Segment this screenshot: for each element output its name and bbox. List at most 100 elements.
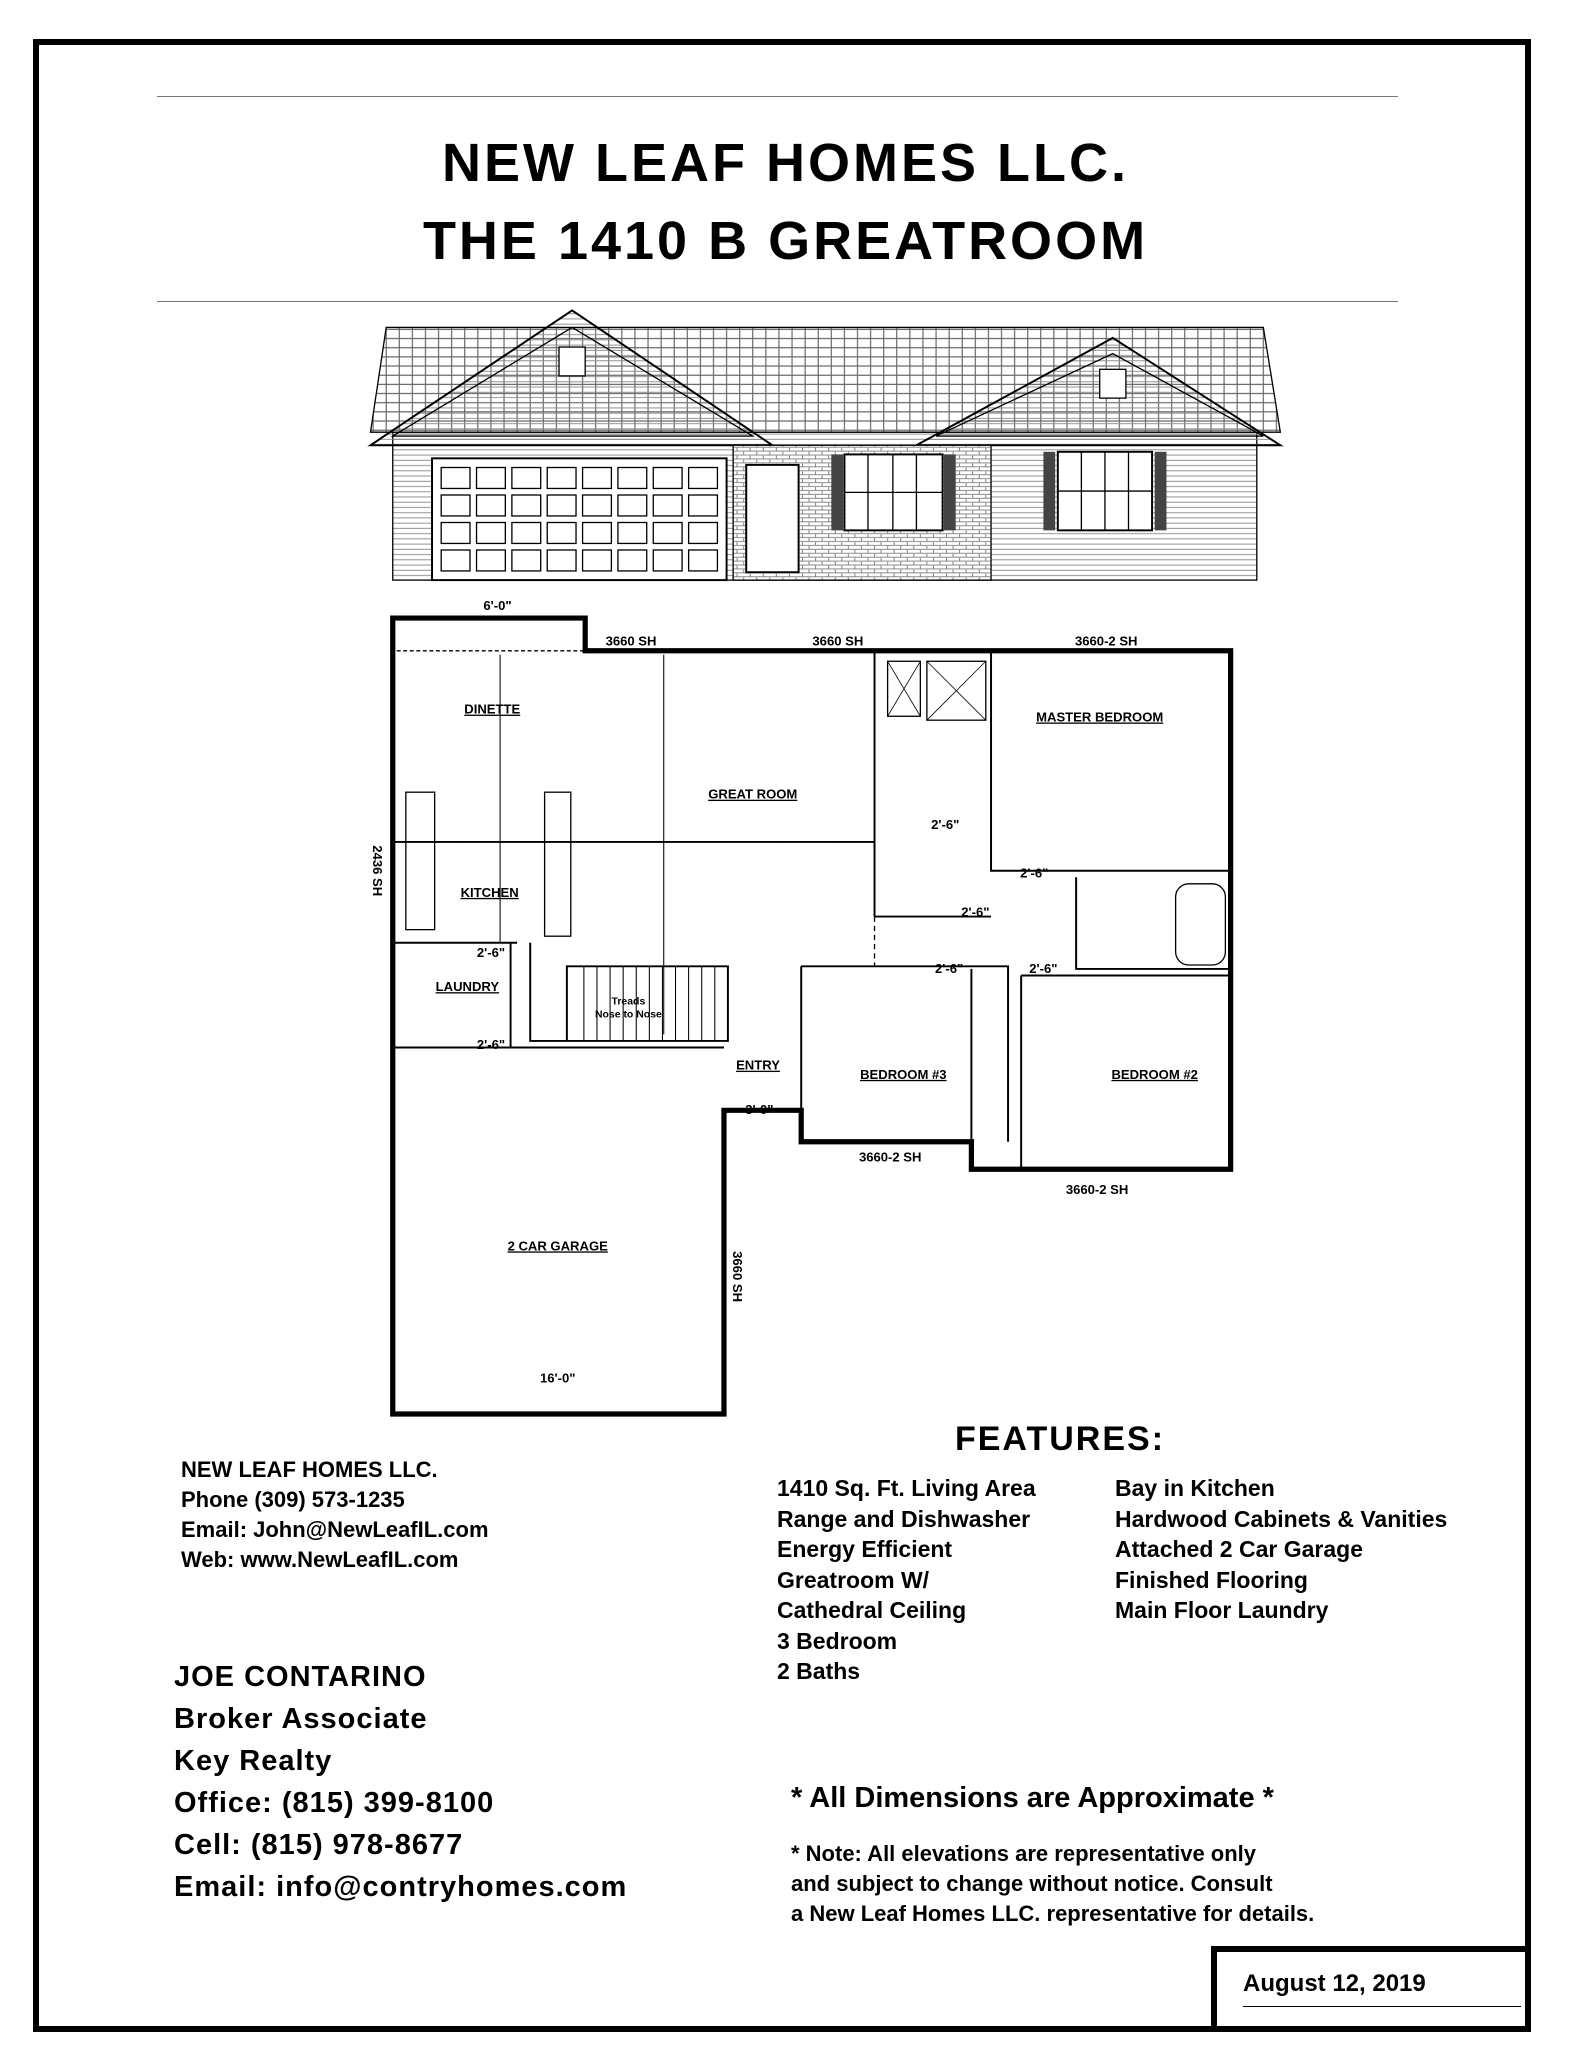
floor-plan bbox=[390, 615, 1234, 1417]
note-line: and subject to change without notice. Co… bbox=[791, 1871, 1273, 1896]
window-label: 3660 SH bbox=[606, 634, 657, 649]
features-col2: Bay in Kitchen Hardwood Cabinets & Vanit… bbox=[1115, 1473, 1447, 1626]
garage-door-panel bbox=[475, 521, 506, 545]
shutter bbox=[943, 454, 956, 531]
garage-door-panel bbox=[546, 549, 577, 572]
garage-door-panel bbox=[687, 466, 719, 490]
garage-door-panel bbox=[440, 494, 471, 517]
feature-item: Main Floor Laundry bbox=[1115, 1597, 1329, 1623]
shutter bbox=[1154, 451, 1167, 531]
agent-cell: Cell: (815) 978-8677 bbox=[174, 1829, 464, 1861]
shutter bbox=[1043, 451, 1056, 531]
garage-door-panel bbox=[581, 521, 613, 545]
garage-door-panel bbox=[546, 466, 577, 490]
front-elevation bbox=[367, 309, 1284, 582]
garage-door-panel bbox=[440, 549, 471, 572]
garage-door-panel bbox=[511, 494, 542, 517]
room-master-bedroom: MASTER BEDROOM bbox=[1036, 709, 1163, 724]
features-col1: 1410 Sq. Ft. Living Area Range and Dishw… bbox=[777, 1473, 1036, 1687]
feature-item: Finished Flooring bbox=[1115, 1566, 1308, 1593]
feature-item: Range and Dishwasher bbox=[777, 1505, 1031, 1532]
garage-door-panel bbox=[546, 521, 577, 545]
door-dim: 2'-6" bbox=[935, 961, 963, 976]
garage-door-panel bbox=[581, 494, 613, 517]
feature-item: 1410 Sq. Ft. Living Area bbox=[777, 1475, 1036, 1501]
garage-door-panel bbox=[511, 521, 542, 545]
garage-door-panel bbox=[581, 466, 613, 490]
garage-door-panel bbox=[652, 549, 683, 572]
garage-door-panel bbox=[475, 494, 506, 517]
plan-title: THE 1410 B GREATROOM bbox=[422, 211, 1149, 271]
feature-item: Cathedral Ceiling bbox=[777, 1597, 967, 1623]
door-dim: 2'-6" bbox=[477, 945, 505, 960]
dimensions-disclaimer: * All Dimensions are Approximate * bbox=[791, 1782, 1274, 1814]
builder-contact: NEW LEAF HOMES LLC. Phone (309) 573-1235… bbox=[181, 1455, 489, 1575]
door-dim: 2'-6" bbox=[1020, 865, 1048, 880]
date-box: August 12, 2019 bbox=[1211, 1946, 1531, 2032]
garage-door-panel bbox=[440, 466, 471, 490]
window-label: 3660 SH bbox=[812, 634, 863, 649]
feature-item: 2 Baths bbox=[777, 1658, 861, 1684]
dinette-window-dim: 6'-0" bbox=[483, 598, 511, 613]
title-rule bbox=[157, 301, 1398, 302]
garage-door-panel bbox=[687, 494, 719, 517]
plan-labels: 6'-0" 3660 SH 3660 SH 3660-2 SH 3660-2 S… bbox=[370, 598, 1198, 1385]
front-door bbox=[745, 463, 800, 574]
garage-door-panel bbox=[440, 521, 471, 545]
builder-name: NEW LEAF HOMES LLC. bbox=[181, 1457, 438, 1482]
door-dim: 2'-6" bbox=[1029, 961, 1057, 976]
feature-item: Bay in Kitchen bbox=[1115, 1475, 1275, 1501]
window-label: 3660-2 SH bbox=[1075, 634, 1138, 649]
room-bedroom-2: BEDROOM #2 bbox=[1111, 1067, 1197, 1082]
feature-item: Greatroom W/ bbox=[777, 1566, 930, 1593]
room-laundry: LAUNDRY bbox=[436, 979, 500, 994]
garage-door-panel bbox=[581, 549, 613, 572]
room-dinette: DINETTE bbox=[464, 702, 520, 717]
window-label: 2436 SH bbox=[370, 845, 385, 896]
note-line: * Note: All elevations are representativ… bbox=[791, 1841, 1257, 1866]
garage-door-panel bbox=[511, 466, 542, 490]
feature-item: 3 Bedroom bbox=[777, 1627, 898, 1654]
elevation-note: * Note: All elevations are representativ… bbox=[791, 1839, 1314, 1929]
room-entry: ENTRY bbox=[736, 1058, 780, 1073]
builder-email[interactable]: Email: John@NewLeafIL.com bbox=[181, 1517, 489, 1542]
agent-contact: JOE CONTARINO Broker Associate Key Realt… bbox=[174, 1656, 627, 1908]
agent-company: Key Realty bbox=[174, 1745, 333, 1777]
agent-role: Broker Associate bbox=[174, 1703, 428, 1735]
garage-door-panel bbox=[652, 521, 683, 545]
plan-date: August 12, 2019 bbox=[1243, 1970, 1426, 1997]
agent-email[interactable]: Email: info@contryhomes.com bbox=[174, 1871, 628, 1903]
garage-door bbox=[431, 457, 728, 582]
features-title: FEATURES: bbox=[954, 1420, 1166, 1458]
window-label: 3660-2 SH bbox=[1066, 1182, 1129, 1197]
left-gable bbox=[367, 309, 776, 447]
builder-phone: Phone (309) 573-1235 bbox=[181, 1487, 405, 1512]
garage-door-dim: 16'-0" bbox=[540, 1371, 576, 1386]
garage-door-panel bbox=[652, 466, 683, 490]
builder-web[interactable]: Web: www.NewLeafIL.com bbox=[181, 1547, 459, 1572]
company-title: NEW LEAF HOMES LLC. bbox=[442, 133, 1129, 193]
room-garage: 2 CAR GARAGE bbox=[508, 1238, 609, 1253]
date-underline bbox=[1243, 2006, 1521, 2007]
door-dim: 2'-6" bbox=[961, 905, 989, 920]
room-bedroom-3: BEDROOM #3 bbox=[860, 1067, 946, 1082]
entry-door-dim: 3'-0" bbox=[745, 1102, 773, 1117]
window-label: 3660-2 SH bbox=[859, 1149, 922, 1164]
room-kitchen: KITCHEN bbox=[461, 885, 519, 900]
feature-item: Energy Efficient bbox=[777, 1536, 953, 1562]
feature-item: Attached 2 Car Garage bbox=[1115, 1536, 1363, 1562]
garage-door-panel bbox=[652, 494, 683, 517]
garage-door-panel bbox=[617, 466, 648, 490]
agent-office: Office: (815) 399-8100 bbox=[174, 1787, 495, 1819]
gable-vent bbox=[558, 346, 586, 377]
door-dim: 2'-6" bbox=[477, 1037, 505, 1052]
garage-door-panel bbox=[475, 466, 506, 490]
gable-vent bbox=[1099, 368, 1127, 399]
garage-door-panel bbox=[475, 549, 506, 572]
room-great-room: GREAT ROOM bbox=[708, 787, 797, 802]
window-label: 3660 SH bbox=[730, 1251, 745, 1302]
garage-door-panel bbox=[617, 494, 648, 517]
garage-door-panel bbox=[546, 494, 577, 517]
top-rule bbox=[157, 96, 1398, 97]
feature-item: Hardwood Cabinets & Vanities bbox=[1115, 1505, 1448, 1532]
